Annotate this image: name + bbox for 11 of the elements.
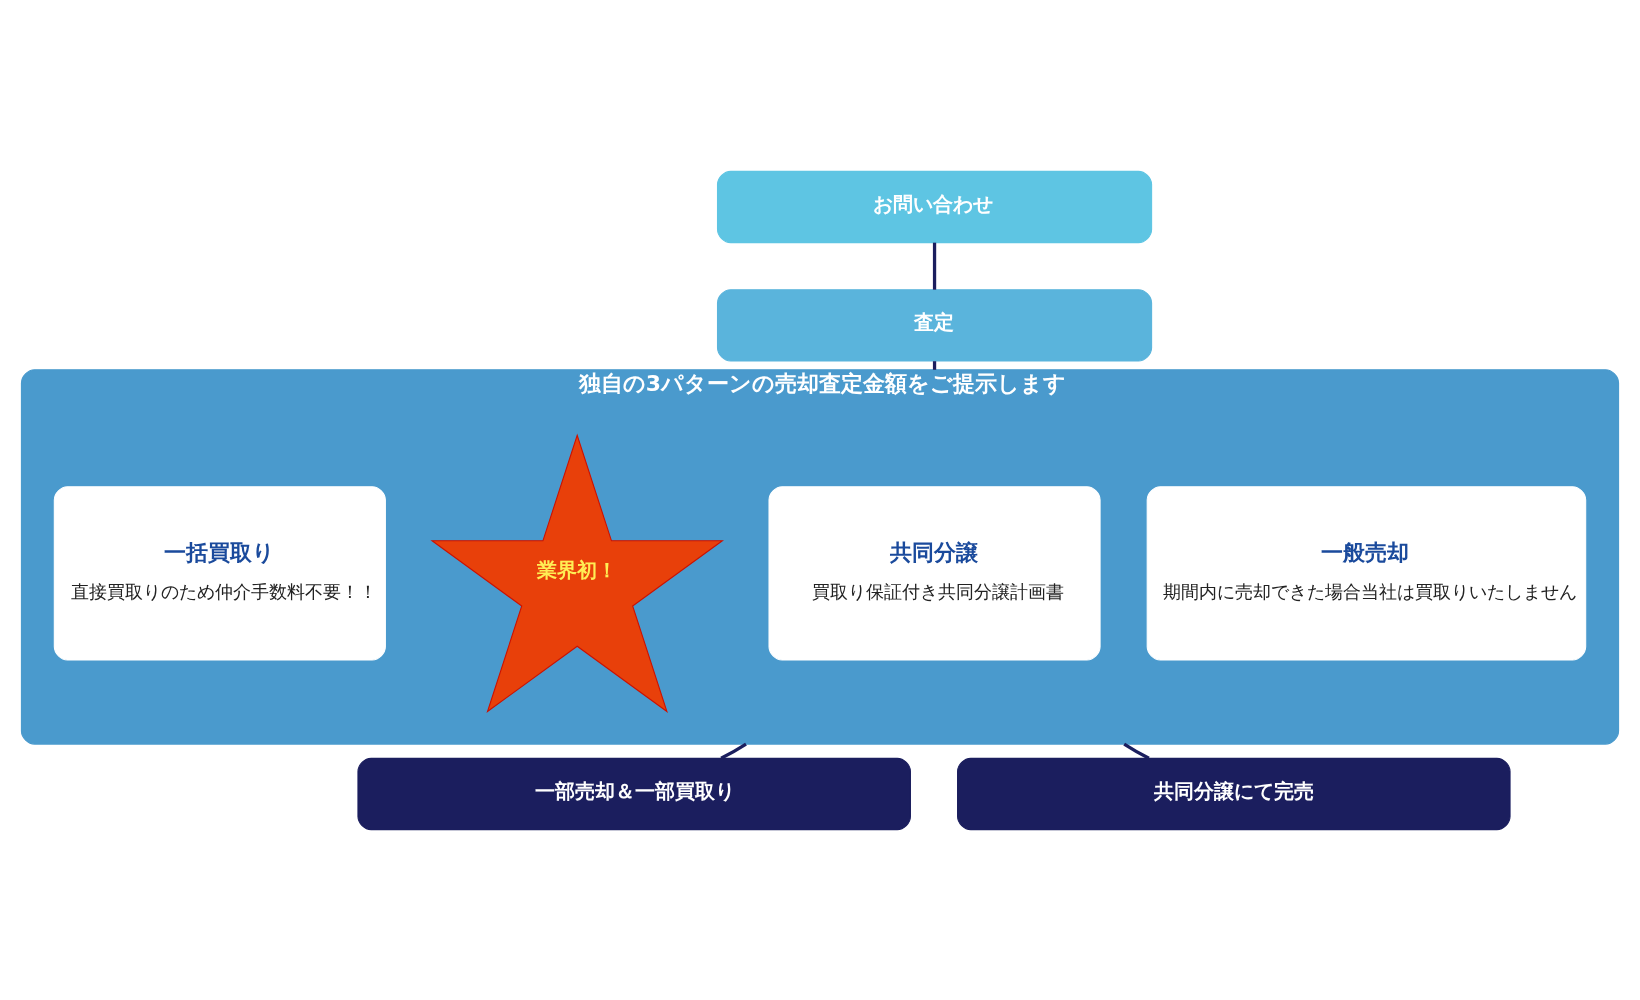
- node-box: 共同分譲にて完売: [957, 757, 1511, 830]
- node-box: 一括買取り 直接買取りのため仲介手数料不要！！: [53, 485, 386, 661]
- connector: [720, 742, 747, 760]
- node-box: 一部売却＆一部買取り: [357, 757, 911, 830]
- connector: [932, 360, 937, 370]
- node-box: 一般売却 期間内に売却できた場合当社は買取りいたしません: [1146, 485, 1587, 661]
- node-box: お問い合わせ: [716, 170, 1153, 243]
- node-box: 査定: [716, 288, 1153, 362]
- connector: [1123, 742, 1150, 760]
- node-box: 共同分譲 買取り保証付き共同分譲計画書: [768, 485, 1101, 661]
- connector: [932, 242, 937, 290]
